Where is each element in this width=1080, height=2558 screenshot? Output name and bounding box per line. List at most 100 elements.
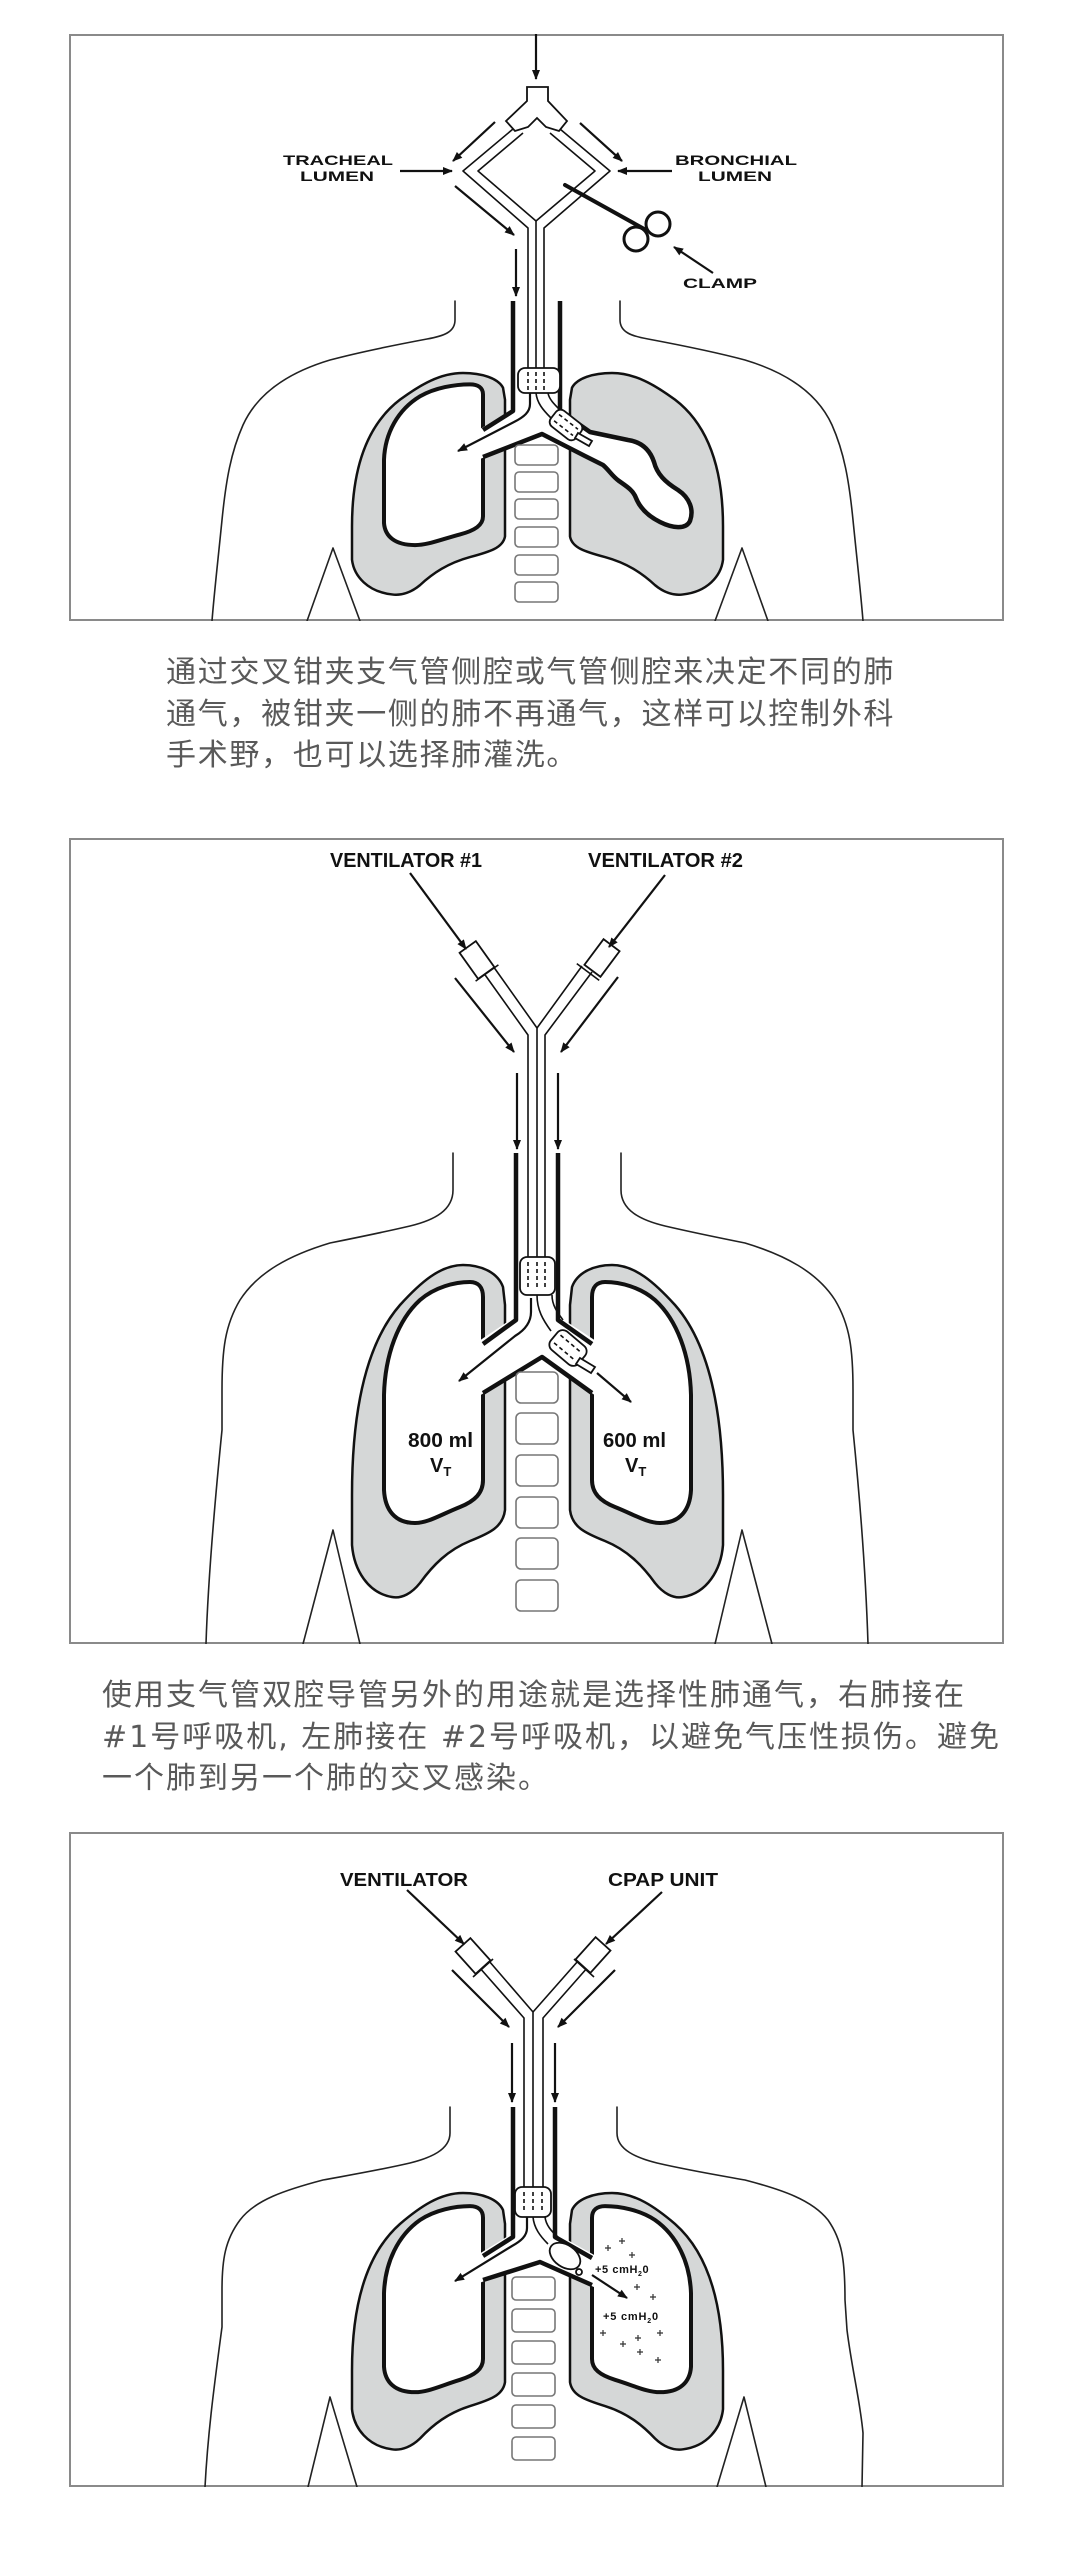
cpap-unit-label: CPAP UNIT xyxy=(608,1870,718,1890)
pressure-subscript: 2 xyxy=(647,2318,652,2325)
clamp-ring xyxy=(622,225,650,253)
clamp-icon xyxy=(563,183,672,253)
caption-line: 使用支气管双腔导管另外的用途就是选择性肺通气，右肺接在 xyxy=(102,1678,966,1713)
connector-right-clip xyxy=(573,1958,595,1978)
bronchial-limb-inner xyxy=(536,965,583,1029)
body-outline-right xyxy=(619,300,864,621)
figure-ventilator-cpap: VENTILATOR CPAP UNIT +5 cmH20 +5 cmH20 xyxy=(69,1832,1004,2487)
tracheal-cuff-pattern xyxy=(527,1262,546,1290)
body-outline-left xyxy=(204,2106,451,2487)
tracheal-limb-outer xyxy=(462,128,529,368)
cpap-arrow-icon xyxy=(605,1891,663,1945)
vertebra xyxy=(511,2340,556,2365)
vertebrae xyxy=(511,2276,556,2461)
left-lung-flow-arrow-icon xyxy=(457,393,532,452)
double-lumen-tube xyxy=(462,86,611,448)
tracheal-cuff xyxy=(517,367,561,394)
bronchial-tube xyxy=(532,2216,559,2245)
vertebra xyxy=(514,526,559,548)
vertebra xyxy=(511,2372,556,2397)
caption-line: 一个肺到另一个肺的交叉感染。 xyxy=(102,1761,550,1796)
flow-arrow-icon xyxy=(454,977,515,1053)
left-lung xyxy=(350,2191,507,2451)
vertebra xyxy=(514,554,559,576)
vertebra xyxy=(514,581,559,603)
y-connector xyxy=(504,86,569,133)
vertebra xyxy=(515,1371,559,1404)
carina xyxy=(481,1354,594,1395)
body-outline-left xyxy=(211,300,456,621)
figure-1-labels: TRACHEAL LUMEN BRONCHIAL LUMEN CLAMP xyxy=(283,152,798,291)
trachea-walls xyxy=(481,2107,594,2288)
figure-2-labels: VENTILATOR #1 VENTILATOR #2 800 ml VT 60… xyxy=(330,850,743,1479)
trachea-wall-left xyxy=(481,301,516,432)
double-lumen-tube xyxy=(458,937,621,1375)
flow-arrow-icon xyxy=(560,976,619,1053)
bronchial-tube-tip xyxy=(574,1356,597,1375)
ventilator-2-label: VENTILATOR #2 xyxy=(588,850,743,872)
vertebra xyxy=(515,1454,559,1487)
clamp-label: CLAMP xyxy=(683,275,757,291)
tracheal-lumen-label-line2: LUMEN xyxy=(300,168,374,184)
figure-3-labels: VENTILATOR CPAP UNIT +5 cmH20 +5 cmH20 xyxy=(340,1870,718,2325)
positive-pressure-markers xyxy=(600,2238,663,2363)
caption-line: 手术野，也可以选择肺灌洗。 xyxy=(166,738,579,773)
bronchial-tube xyxy=(536,1294,564,1332)
body-outline xyxy=(205,1152,869,1644)
right-lung-volume-label: 600 ml xyxy=(603,1430,666,1452)
trachea-wall-right xyxy=(555,1153,594,1346)
ventilator-label: VENTILATOR xyxy=(340,1870,468,1890)
body-outline-left xyxy=(205,1152,454,1644)
bronchial-limb-outer xyxy=(544,971,593,1257)
bronchial-limb-outer xyxy=(542,1966,589,2187)
pressure-suffix: 0 xyxy=(643,2264,650,2276)
figure-frame xyxy=(69,1832,1004,2487)
connector-right xyxy=(583,937,621,979)
connector-right-clip xyxy=(576,962,600,982)
bronchus-channel xyxy=(480,409,692,528)
vertebra xyxy=(511,2308,556,2333)
vertebra xyxy=(515,1496,559,1529)
bronchial-cuff-pattern xyxy=(553,1334,583,1362)
tidal-volume-symbol: V xyxy=(625,1455,639,1477)
tidal-volume-symbol: V xyxy=(430,1455,444,1477)
pressure-label-upper: +5 cmH20 xyxy=(595,2264,649,2278)
vertebrae xyxy=(515,1371,559,1612)
tracheal-limb-outer xyxy=(478,1966,525,2187)
right-lung-flow-arrow-icon xyxy=(596,1372,632,1403)
vertebra xyxy=(511,2436,556,2461)
tracheal-cuff-pattern xyxy=(523,2192,543,2212)
ventilator-1-arrow-icon xyxy=(409,872,467,950)
vertebra xyxy=(514,498,559,520)
body-outline xyxy=(211,300,864,621)
connector-left xyxy=(454,1936,492,1976)
bronchial-limb-inner xyxy=(535,132,596,222)
pressure-value: +5 cmH xyxy=(603,2311,647,2323)
tidal-volume-subscript: T xyxy=(443,1464,451,1479)
flow-arrow-icon xyxy=(451,1969,510,2028)
body-outline-right xyxy=(620,1152,869,1644)
left-lung-flow-arrow-icon xyxy=(454,2217,529,2282)
pressure-label-lower: +5 cmH20 xyxy=(603,2311,659,2325)
flow-arrow-icon xyxy=(454,185,515,236)
bronchial-limb-outer xyxy=(543,128,611,368)
arm-line-left xyxy=(306,547,361,621)
flow-arrow-icon xyxy=(557,1969,616,2028)
caption-line: 通气，被钳夹一侧的肺不再通气，这样可以控制外科 xyxy=(166,696,896,732)
connector-left-clip xyxy=(472,1958,494,1978)
bronchial-lumen-label-line1: BRONCHIAL xyxy=(675,152,798,168)
flow-arrow-icon xyxy=(452,121,496,162)
connector-right xyxy=(574,1935,612,1975)
ventilator-arrow-icon xyxy=(406,1889,465,1945)
vertebra xyxy=(511,2276,556,2301)
figure-1-caption: 通过交叉钳夹支气管侧腔或气管侧腔来决定不同的肺 通气，被钳夹一侧的肺不再通气，这… xyxy=(166,652,895,777)
pressure-suffix: 0 xyxy=(652,2311,659,2323)
caption-line: #1号呼吸机, 左肺接在 #2号呼吸机，以避免气压性损伤。避免 xyxy=(102,1719,1002,1755)
body-outline xyxy=(204,2106,864,2487)
bronchial-cuff-pattern xyxy=(553,413,579,437)
connector-left-clip xyxy=(475,964,499,982)
arm-line-right xyxy=(716,2396,767,2487)
tracheal-limb-inner xyxy=(477,132,537,368)
trachea-walls xyxy=(481,1153,594,1395)
